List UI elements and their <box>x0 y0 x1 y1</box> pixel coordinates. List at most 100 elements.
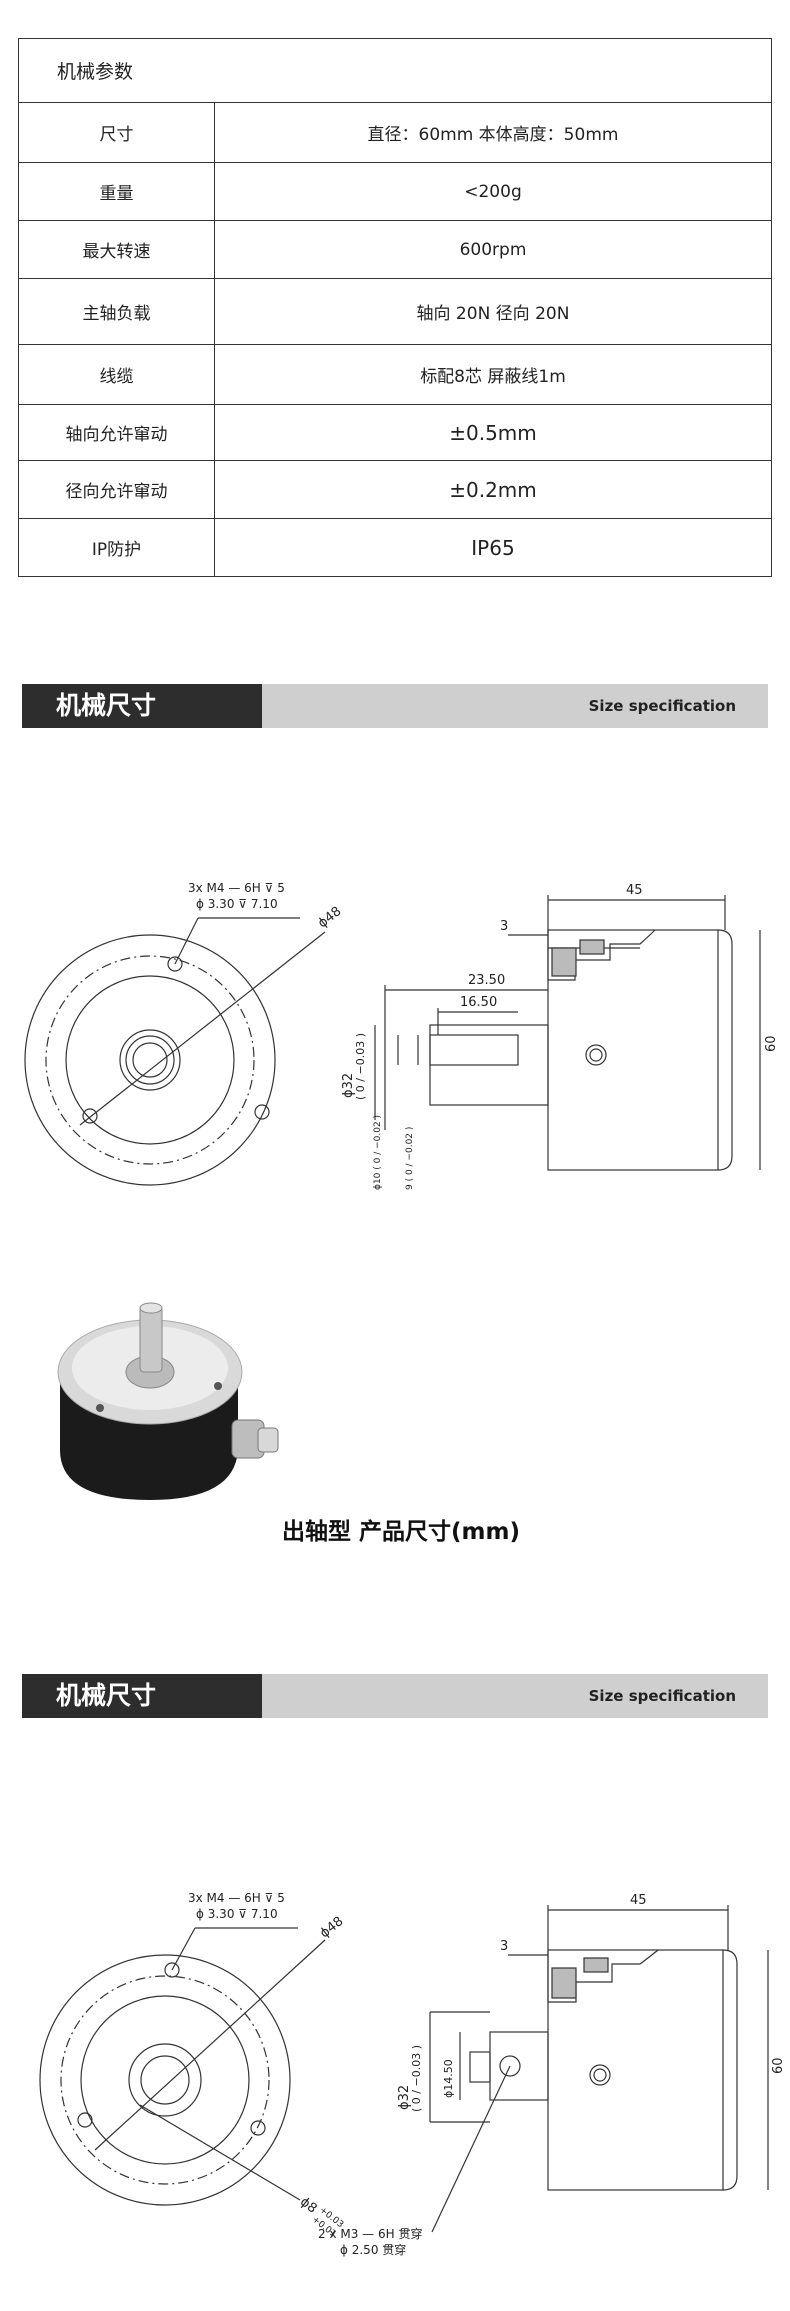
tol32-label: ( 0 / −0.03 ) <box>354 1033 367 1100</box>
side-hub-step <box>469 2051 491 2083</box>
dim-9-label: 9 ( 0 / −0.02 ) <box>405 1127 415 1190</box>
hole-note-2: ϕ 3.30 ⊽ 7.10 <box>196 897 278 911</box>
dia48-leader <box>79 931 326 1126</box>
photo-hole-right <box>214 1382 222 1390</box>
spec-key: IP防护 <box>18 518 215 577</box>
hole-note-leader <box>171 1927 196 1971</box>
dia48-label: ϕ48 <box>315 904 344 931</box>
table-row: 轴向允许窜动 ±0.5mm <box>18 404 772 461</box>
section-title: 机械尺寸 <box>22 684 262 728</box>
dia10-label: ϕ10 ( 0 / −0.02 ) <box>373 1115 383 1190</box>
dia8-label: ϕ8 <box>297 2194 320 2216</box>
dia48-leader <box>94 1939 326 2151</box>
dia8-leader <box>139 2104 301 2201</box>
bearing-section-2 <box>579 939 605 955</box>
front-hub-circle <box>128 2043 202 2117</box>
spec-key: 径向允许窜动 <box>18 460 215 519</box>
hole-note-2: ϕ 3.30 ⊽ 7.10 <box>196 1907 278 1921</box>
spec-value: 轴向 20N 径向 20N <box>214 278 772 345</box>
mount-hole-top <box>164 1962 180 1978</box>
hole-note-leader <box>174 917 199 965</box>
dim-60-label: 60 <box>771 2057 786 2074</box>
front-outer-circle <box>24 934 276 1186</box>
spec-key: 尺寸 <box>18 102 215 163</box>
side-shaft <box>429 1034 519 1066</box>
front-boss-circle <box>119 1029 181 1091</box>
mount-hole-right <box>250 2120 266 2136</box>
hole-note-1: 3x M4 — 6H ⊽ 5 <box>188 881 285 895</box>
dim-60-label: 60 <box>764 1035 779 1052</box>
side-screw-outer <box>585 1044 607 1066</box>
table-row: 重量 <200g <box>18 162 772 221</box>
thread-note-2: ϕ 2.50 贯穿 <box>340 2242 406 2257</box>
front-shaft-circle <box>125 1035 175 1085</box>
mount-hole-left <box>77 2112 93 2128</box>
shaft-tip <box>139 1302 163 1314</box>
photo-shaft <box>139 1305 163 1373</box>
spec-value: 600rpm <box>214 220 772 279</box>
spec-key: 重量 <box>18 162 215 221</box>
product-photo <box>57 1302 279 1500</box>
table-row: 线缆 标配8芯 屏蔽线1m <box>18 344 772 405</box>
table-row: 主轴负载 轴向 20N 径向 20N <box>18 278 772 345</box>
spec-title-row: 机械参数 <box>18 38 772 103</box>
spec-value: 标配8芯 屏蔽线1m <box>214 344 772 405</box>
spec-title: 机械参数 <box>18 38 772 103</box>
table-row: 最大转速 600rpm <box>18 220 772 279</box>
front-bolt-circle <box>60 1975 270 2185</box>
spec-value: IP65 <box>214 518 772 577</box>
spec-table: 机械参数 尺寸 直径：60mm 本体高度：50mm 重量 <200g 最大转速 … <box>18 38 772 577</box>
table-row: IP防护 IP65 <box>18 518 772 577</box>
spec-key: 最大转速 <box>18 220 215 279</box>
spec-value: ±0.2mm <box>214 460 772 519</box>
side-screw-inner <box>593 2068 607 2082</box>
front-flange-circle <box>80 1995 250 2165</box>
section-banner: 机械尺寸 Size specification <box>22 684 768 728</box>
table-row: 尺寸 直径：60mm 本体高度：50mm <box>18 102 772 163</box>
section-subtitle: Size specification <box>588 1687 736 1705</box>
bearing-section-1 <box>551 1967 577 1999</box>
thread-note-1: 2 x M3 — 6H 贯穿 <box>318 2226 422 2241</box>
dia14-50-label: ϕ14.50 <box>442 2059 455 2098</box>
technical-drawing-hollow: 3x M4 — 6H ⊽ 5 ϕ 3.30 ⊽ 7.10 ϕ48 ϕ8 +0.0… <box>39 1891 786 2257</box>
front-bore-circle <box>140 2055 190 2105</box>
tol32-label: ( 0 / −0.03 ) <box>410 2045 423 2112</box>
section-subtitle: Size specification <box>588 697 736 715</box>
mount-hole-right <box>254 1104 270 1120</box>
dim-3-label: 3 <box>500 1939 508 1954</box>
section-title: 机械尺寸 <box>22 1674 262 1718</box>
set-screw-hole <box>499 2055 521 2077</box>
photo-caption: 出轴型 产品尺寸(mm) <box>282 1519 520 1545</box>
dia32-label: ϕ32 <box>397 2085 412 2110</box>
front-bolt-circle <box>45 955 255 1165</box>
side-screw-outer <box>589 2064 611 2086</box>
dim-45-label: 45 <box>630 1893 647 1908</box>
side-cap <box>722 1949 738 2191</box>
spec-key: 主轴负载 <box>18 278 215 345</box>
bearing-section-1 <box>551 947 577 977</box>
mount-hole-left <box>82 1108 98 1124</box>
thread-note-leader <box>431 2065 511 2233</box>
side-cap <box>717 929 733 1171</box>
mount-hole-top <box>167 956 183 972</box>
spec-key: 线缆 <box>18 344 215 405</box>
table-row: 径向允许窜动 ±0.2mm <box>18 460 772 519</box>
dia32-label: ϕ32 <box>341 1073 356 1098</box>
dim-16-50-label: 16.50 <box>460 995 497 1010</box>
hole-note-1: 3x M4 — 6H ⊽ 5 <box>188 1891 285 1905</box>
dia48-label: ϕ48 <box>317 1914 346 1941</box>
spec-value: ±0.5mm <box>214 404 772 461</box>
front-outer-circle <box>39 1954 291 2206</box>
technical-drawing-shaft: 3x M4 — 6H ⊽ 5 ϕ 3.30 ⊽ 7.10 ϕ48 45 3 23… <box>24 881 779 1190</box>
spec-value: <200g <box>214 162 772 221</box>
dim-45-label: 45 <box>626 883 643 898</box>
front-shaft-core <box>132 1042 168 1078</box>
spec-key: 轴向允许窜动 <box>18 404 215 461</box>
bearing-section-2 <box>583 1957 609 1973</box>
dim-23-50-label: 23.50 <box>468 973 505 988</box>
photo-hole-left <box>96 1404 104 1412</box>
section-banner: 机械尺寸 Size specification <box>22 1674 768 1718</box>
side-screw-inner <box>589 1048 603 1062</box>
spec-value: 直径：60mm 本体高度：50mm <box>214 102 772 163</box>
front-flange-circle <box>65 975 235 1145</box>
